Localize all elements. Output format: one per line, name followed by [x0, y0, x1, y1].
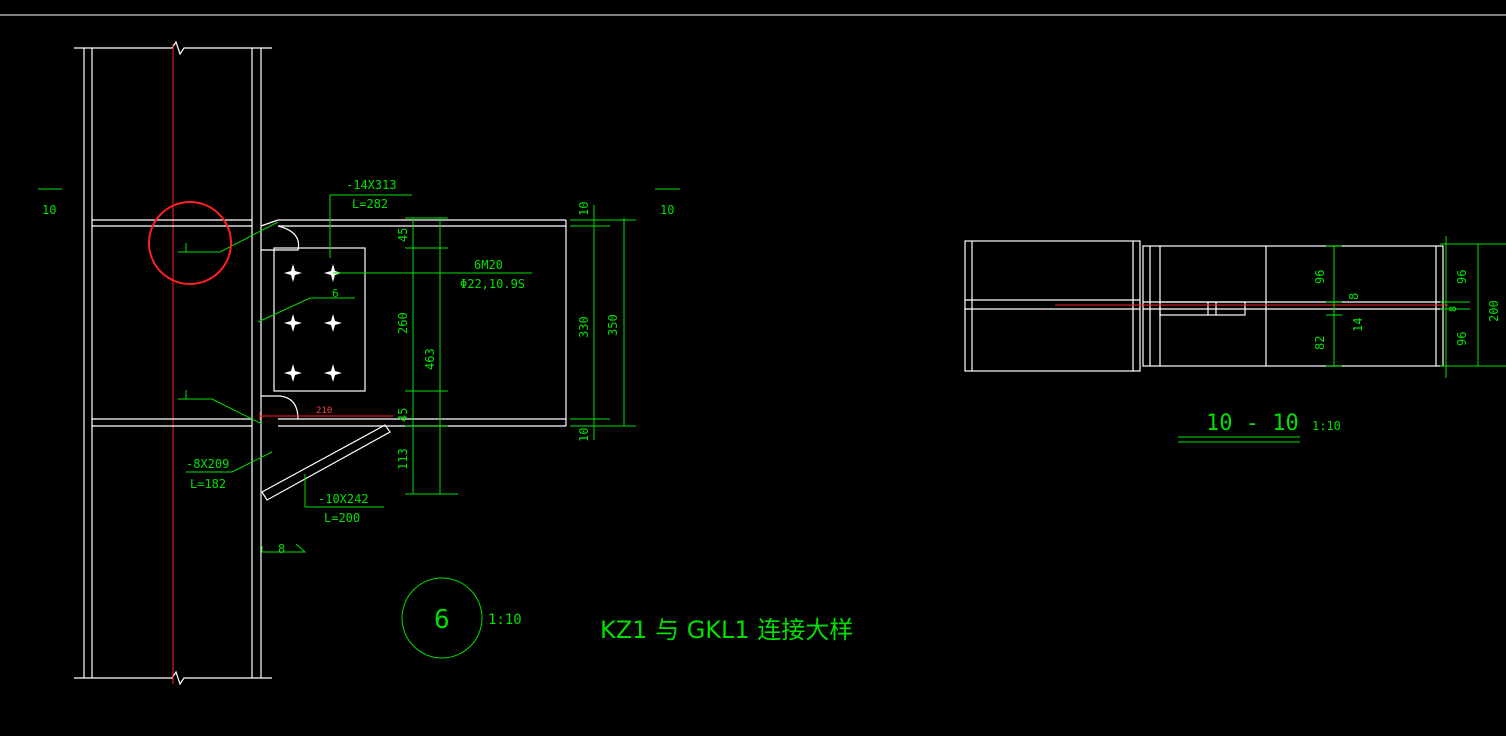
section-title: 10 - 10 — [1206, 411, 1299, 436]
section-dim-total: 200 — [1487, 300, 1501, 322]
dim-bottom-gap: 45 — [396, 408, 410, 422]
dim-flange-top: 10 — [577, 202, 591, 216]
lower-plate-length: L=182 — [190, 477, 226, 491]
stiffener-length: L=200 — [324, 511, 360, 525]
weld-leaders — [178, 221, 355, 553]
dim-stiffener-drop: 113 — [396, 448, 410, 470]
top-plate-size: -14X313 — [346, 178, 397, 192]
stiffener-size: -10X242 — [318, 492, 369, 506]
section-dims — [1326, 236, 1506, 378]
drawing-title: KZ1 与 GKL1 连接大样 — [600, 616, 853, 644]
top-plate-leader — [329, 194, 412, 258]
top-plate-length: L=282 — [352, 197, 388, 211]
weld-size-plate: 6 — [332, 287, 339, 300]
section-mark-right: 10 — [660, 203, 674, 217]
weld-size-column: 8 — [278, 542, 285, 556]
shear-plate — [273, 247, 366, 392]
bolt-group — [284, 264, 342, 382]
stiffener — [261, 424, 391, 501]
stiffener-leader — [304, 474, 384, 508]
section-dim-upper: 96 — [1313, 270, 1327, 284]
section-dim-web: 8 — [1347, 293, 1361, 300]
dim-bolt-spacing: 260 — [396, 312, 410, 334]
dim-flange-bottom: 10 — [577, 428, 591, 442]
section-dim-lower: 82 — [1313, 336, 1327, 350]
detail-number: 6 — [434, 605, 450, 635]
lower-plate-size: -8X209 — [186, 457, 229, 471]
dim-web: 330 — [577, 316, 591, 338]
dim-210: 210 — [316, 406, 332, 416]
section-scale: 1:10 — [1312, 419, 1341, 433]
beam-flanges-in-column — [92, 219, 252, 427]
section-mark-left: 10 — [42, 203, 56, 217]
section-dim-right-web: 8 — [1448, 306, 1459, 312]
section-dim-right-lower: 96 — [1455, 332, 1469, 346]
bolt-hole: Φ22,10.9S — [460, 277, 525, 291]
section-dim-plate: 14 — [1351, 318, 1365, 332]
detail-scale: 1:10 — [488, 612, 522, 628]
dim-top-gap: 45 — [396, 228, 410, 242]
dim-chain-right — [570, 205, 636, 440]
section-dim-right-upper: 96 — [1455, 270, 1469, 284]
section-view — [964, 240, 1444, 372]
lower-plate-leader — [186, 451, 273, 473]
bolt — [284, 264, 302, 282]
dim-horizontal-210 — [259, 412, 393, 420]
bolt — [284, 314, 302, 332]
dim-plate-length: 463 — [423, 348, 437, 370]
bolt — [324, 364, 342, 382]
column-kz1 — [74, 40, 272, 686]
bolt — [324, 314, 342, 332]
detail-circle — [401, 577, 483, 659]
highlight-circle — [148, 201, 232, 285]
dim-depth: 350 — [606, 314, 620, 336]
bolt — [284, 364, 302, 382]
dim-chain-left — [405, 217, 458, 495]
bolt-spec: 6M20 — [474, 258, 503, 272]
